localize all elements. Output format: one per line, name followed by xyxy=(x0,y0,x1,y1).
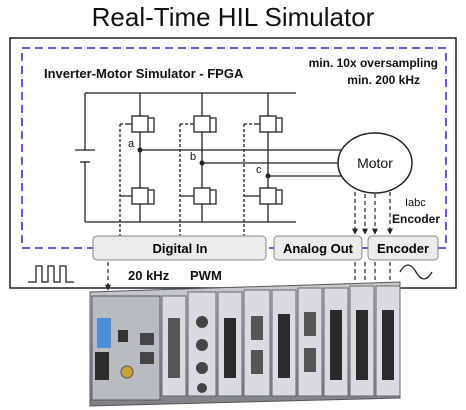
analog-out-label: Analog Out xyxy=(283,241,354,256)
iabc-label: Iabc xyxy=(405,197,426,209)
igbt-upper-a xyxy=(128,115,155,133)
node-label-b: b xyxy=(190,151,196,163)
oversampling-line1: min. 10x oversampling xyxy=(309,56,438,70)
fpga-label: Inverter-Motor Simulator - FPGA xyxy=(44,66,244,81)
encoder-block-label: Encoder xyxy=(377,241,429,256)
node-label-c: c xyxy=(256,164,262,176)
motor-label: Motor xyxy=(357,155,393,171)
encoder-side-label: Encoder xyxy=(392,212,440,226)
digital-in-block: Digital In xyxy=(92,235,267,261)
pwm-label: PWM xyxy=(190,268,222,283)
igbt-upper-b xyxy=(190,115,217,133)
page-title: Real-Time HIL Simulator xyxy=(91,2,375,32)
motor-output-arrows xyxy=(352,192,393,235)
oversampling-line2: min. 200 kHz xyxy=(347,73,420,87)
igbt-lower-c xyxy=(256,187,283,205)
encoder-block: Encoder xyxy=(367,235,439,261)
igbt-lower-b xyxy=(190,187,217,205)
node-label-a: a xyxy=(128,138,135,150)
io-module-4 xyxy=(243,289,271,397)
igbt-upper-c xyxy=(256,115,283,133)
node-dot-b xyxy=(199,160,205,166)
analog-out-block: Analog Out xyxy=(273,235,363,261)
pwm-waveform-icon xyxy=(28,265,74,283)
sine-waveform-icon xyxy=(399,264,433,280)
node-dot-c xyxy=(265,173,271,179)
hardware-chassis xyxy=(89,281,401,407)
node-dot-a xyxy=(137,147,143,153)
freq-label: 20 kHz xyxy=(128,268,170,283)
igbt-lower-a xyxy=(128,187,155,205)
inverter-bridge xyxy=(119,93,345,236)
digital-in-label: Digital In xyxy=(153,241,208,256)
motor-circle xyxy=(337,132,413,194)
io-module-6 xyxy=(297,287,323,397)
